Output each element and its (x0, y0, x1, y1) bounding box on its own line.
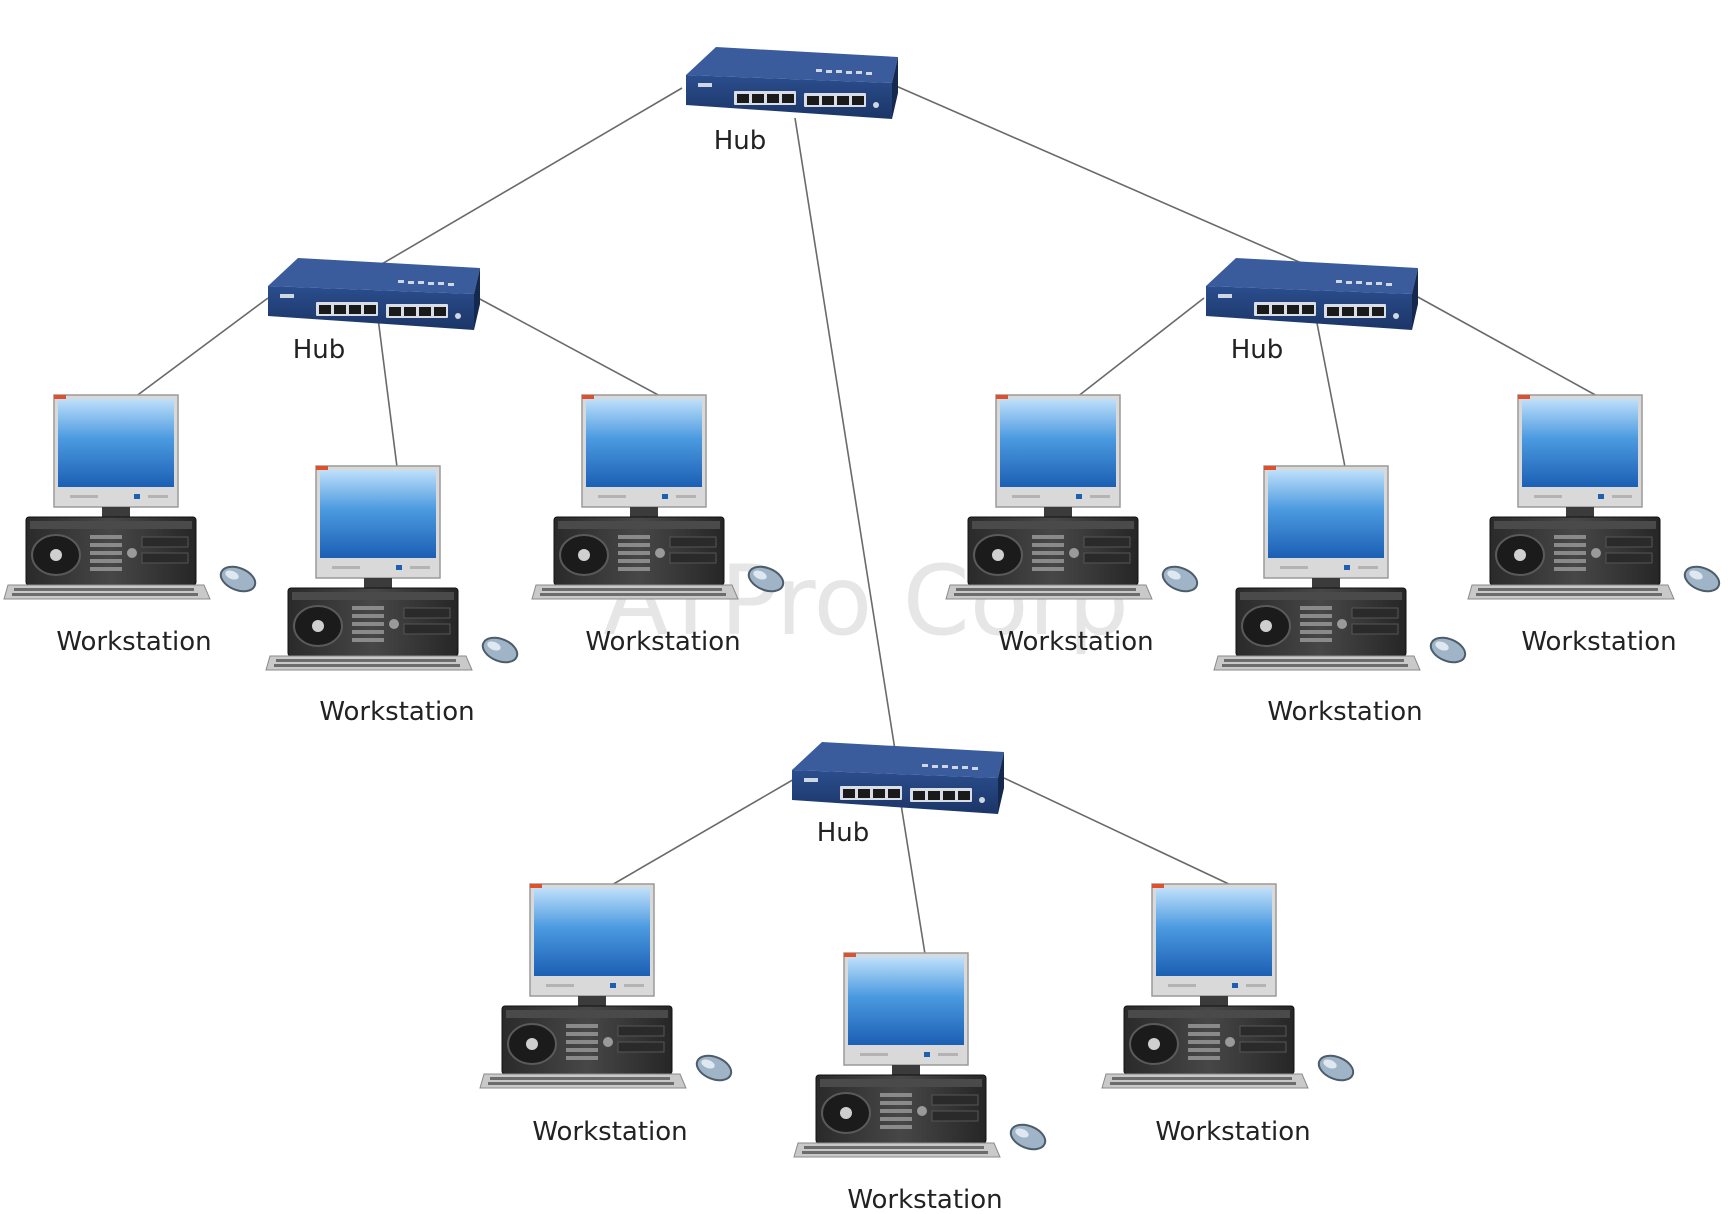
hub-bottom-label: Hub (817, 818, 870, 848)
hub-right-icon (1206, 258, 1418, 330)
link-right-ws3 (1415, 295, 1600, 398)
workstation-left-3-label: Workstation (585, 627, 740, 657)
workstation-left-2-icon (265, 465, 522, 671)
workstation-right-2-icon (1213, 465, 1470, 671)
workstation-bottom-3-icon (1101, 883, 1358, 1089)
workstation-right-3-icon (1467, 394, 1724, 600)
network-links (134, 85, 1600, 955)
hub-root-label: Hub (714, 126, 767, 156)
hub-right-label: Hub (1231, 335, 1284, 365)
hub-left-label: Hub (293, 335, 346, 365)
link-root-bottom (794, 117, 896, 751)
workstation-left-2-label: Workstation (319, 697, 474, 727)
link-bottom-ws3 (1003, 777, 1234, 887)
link-left-ws1 (134, 297, 269, 398)
link-bottom-ws2 (899, 797, 926, 955)
link-left-ws3 (477, 297, 663, 398)
workstation-left-1-icon (3, 394, 260, 600)
link-root-right (895, 85, 1307, 266)
hub-root-icon (686, 47, 898, 119)
workstation-bottom-2-label: Workstation (847, 1185, 1002, 1214)
workstation-bottom-2-icon (793, 952, 1050, 1158)
workstation-bottom-3-label: Workstation (1155, 1117, 1310, 1147)
workstation-bottom-1-icon (479, 883, 736, 1089)
link-root-left (374, 87, 683, 269)
workstation-right-1-label: Workstation (998, 627, 1153, 657)
workstation-right-2-label: Workstation (1267, 697, 1422, 727)
link-right-ws1 (1076, 297, 1205, 398)
workstation-right-3-label: Workstation (1521, 627, 1676, 657)
workstation-left-1-label: Workstation (56, 627, 211, 657)
hub-bottom-icon (792, 742, 1004, 814)
link-bottom-ws1 (609, 777, 797, 887)
hub-left-icon (268, 258, 480, 330)
workstation-bottom-1-label: Workstation (532, 1117, 687, 1147)
workstation-right-1-icon (945, 394, 1202, 600)
link-right-ws2 (1315, 317, 1346, 468)
link-left-ws2 (377, 317, 398, 468)
